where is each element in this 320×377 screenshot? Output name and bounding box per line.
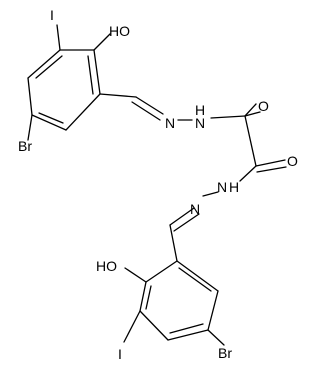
atom-label-br-top: Br [18,138,32,154]
bond-to-hydroxyl-top [93,33,111,51]
atom-label-i-top: I [50,7,54,23]
double-bond-co-mid-2 [256,166,287,173]
double-bond-inner [145,285,152,310]
bond [207,290,219,331]
double-bond-co-top-2 [244,103,257,117]
double-bond-inner [35,55,63,79]
atom-label-h-top: H [195,102,205,118]
bond-to-bromine-bottom [207,329,225,346]
chemical-structure-diagram: I HO Br N N H O O N H N HO Br I [18,7,298,362]
bond [27,77,33,116]
bond [139,310,169,341]
atom-label-br-bottom: Br [218,345,232,361]
double-bond-n-ch-bottom-2 [173,213,200,232]
atom-label-o-mid: O [287,153,298,169]
double-bond-ch-n-top [135,96,164,115]
bond [176,260,219,292]
atom-label-n-bottom: N [217,179,227,195]
bond [31,114,67,131]
atom-label-n-top: N [165,115,175,131]
bond [93,49,101,95]
atom-label-oh-top: HO [109,23,130,39]
double-bond-inner [169,323,204,334]
bond [167,329,209,341]
bond [139,281,147,312]
double-bond-co-top [244,111,261,117]
double-bond-ch-n-top-2 [131,101,161,121]
atom-label-n2-top: N [195,115,205,131]
bond-to-hydroxyl-bottom [124,267,147,283]
bond-carbonyl-carbonyl [244,115,257,167]
bond-nh-to-carbonyl-top [210,115,246,119]
atom-label-n2-bottom: N [190,201,200,217]
atom-label-i-bottom: I [118,346,122,362]
atom-label-oh-bottom: HO [96,258,117,274]
double-bond-inner [178,267,212,292]
bond [65,93,101,131]
bond-to-bromine-top [27,114,33,141]
bond-ring-to-ch-top [99,93,137,98]
double-bond-co-mid [255,159,286,167]
atom-label-o-top: O [258,98,269,114]
atom-label-h-bottom: H [229,179,239,195]
double-bond-inner [87,55,94,95]
bond-to-iodine-bottom [123,310,141,343]
top-aromatic-ring [27,49,101,131]
bond-to-iodine-top [56,24,61,51]
bond-ch-to-ring-bottom [169,224,178,262]
bond-carbonyl-to-nh-bottom [239,165,257,182]
double-bond-n-ch-bottom [169,207,195,226]
bond [27,49,61,79]
double-bond-inner [38,112,64,124]
bottom-aromatic-ring [139,260,219,341]
bond-n-n-bottom [202,191,219,197]
bond [145,260,178,283]
